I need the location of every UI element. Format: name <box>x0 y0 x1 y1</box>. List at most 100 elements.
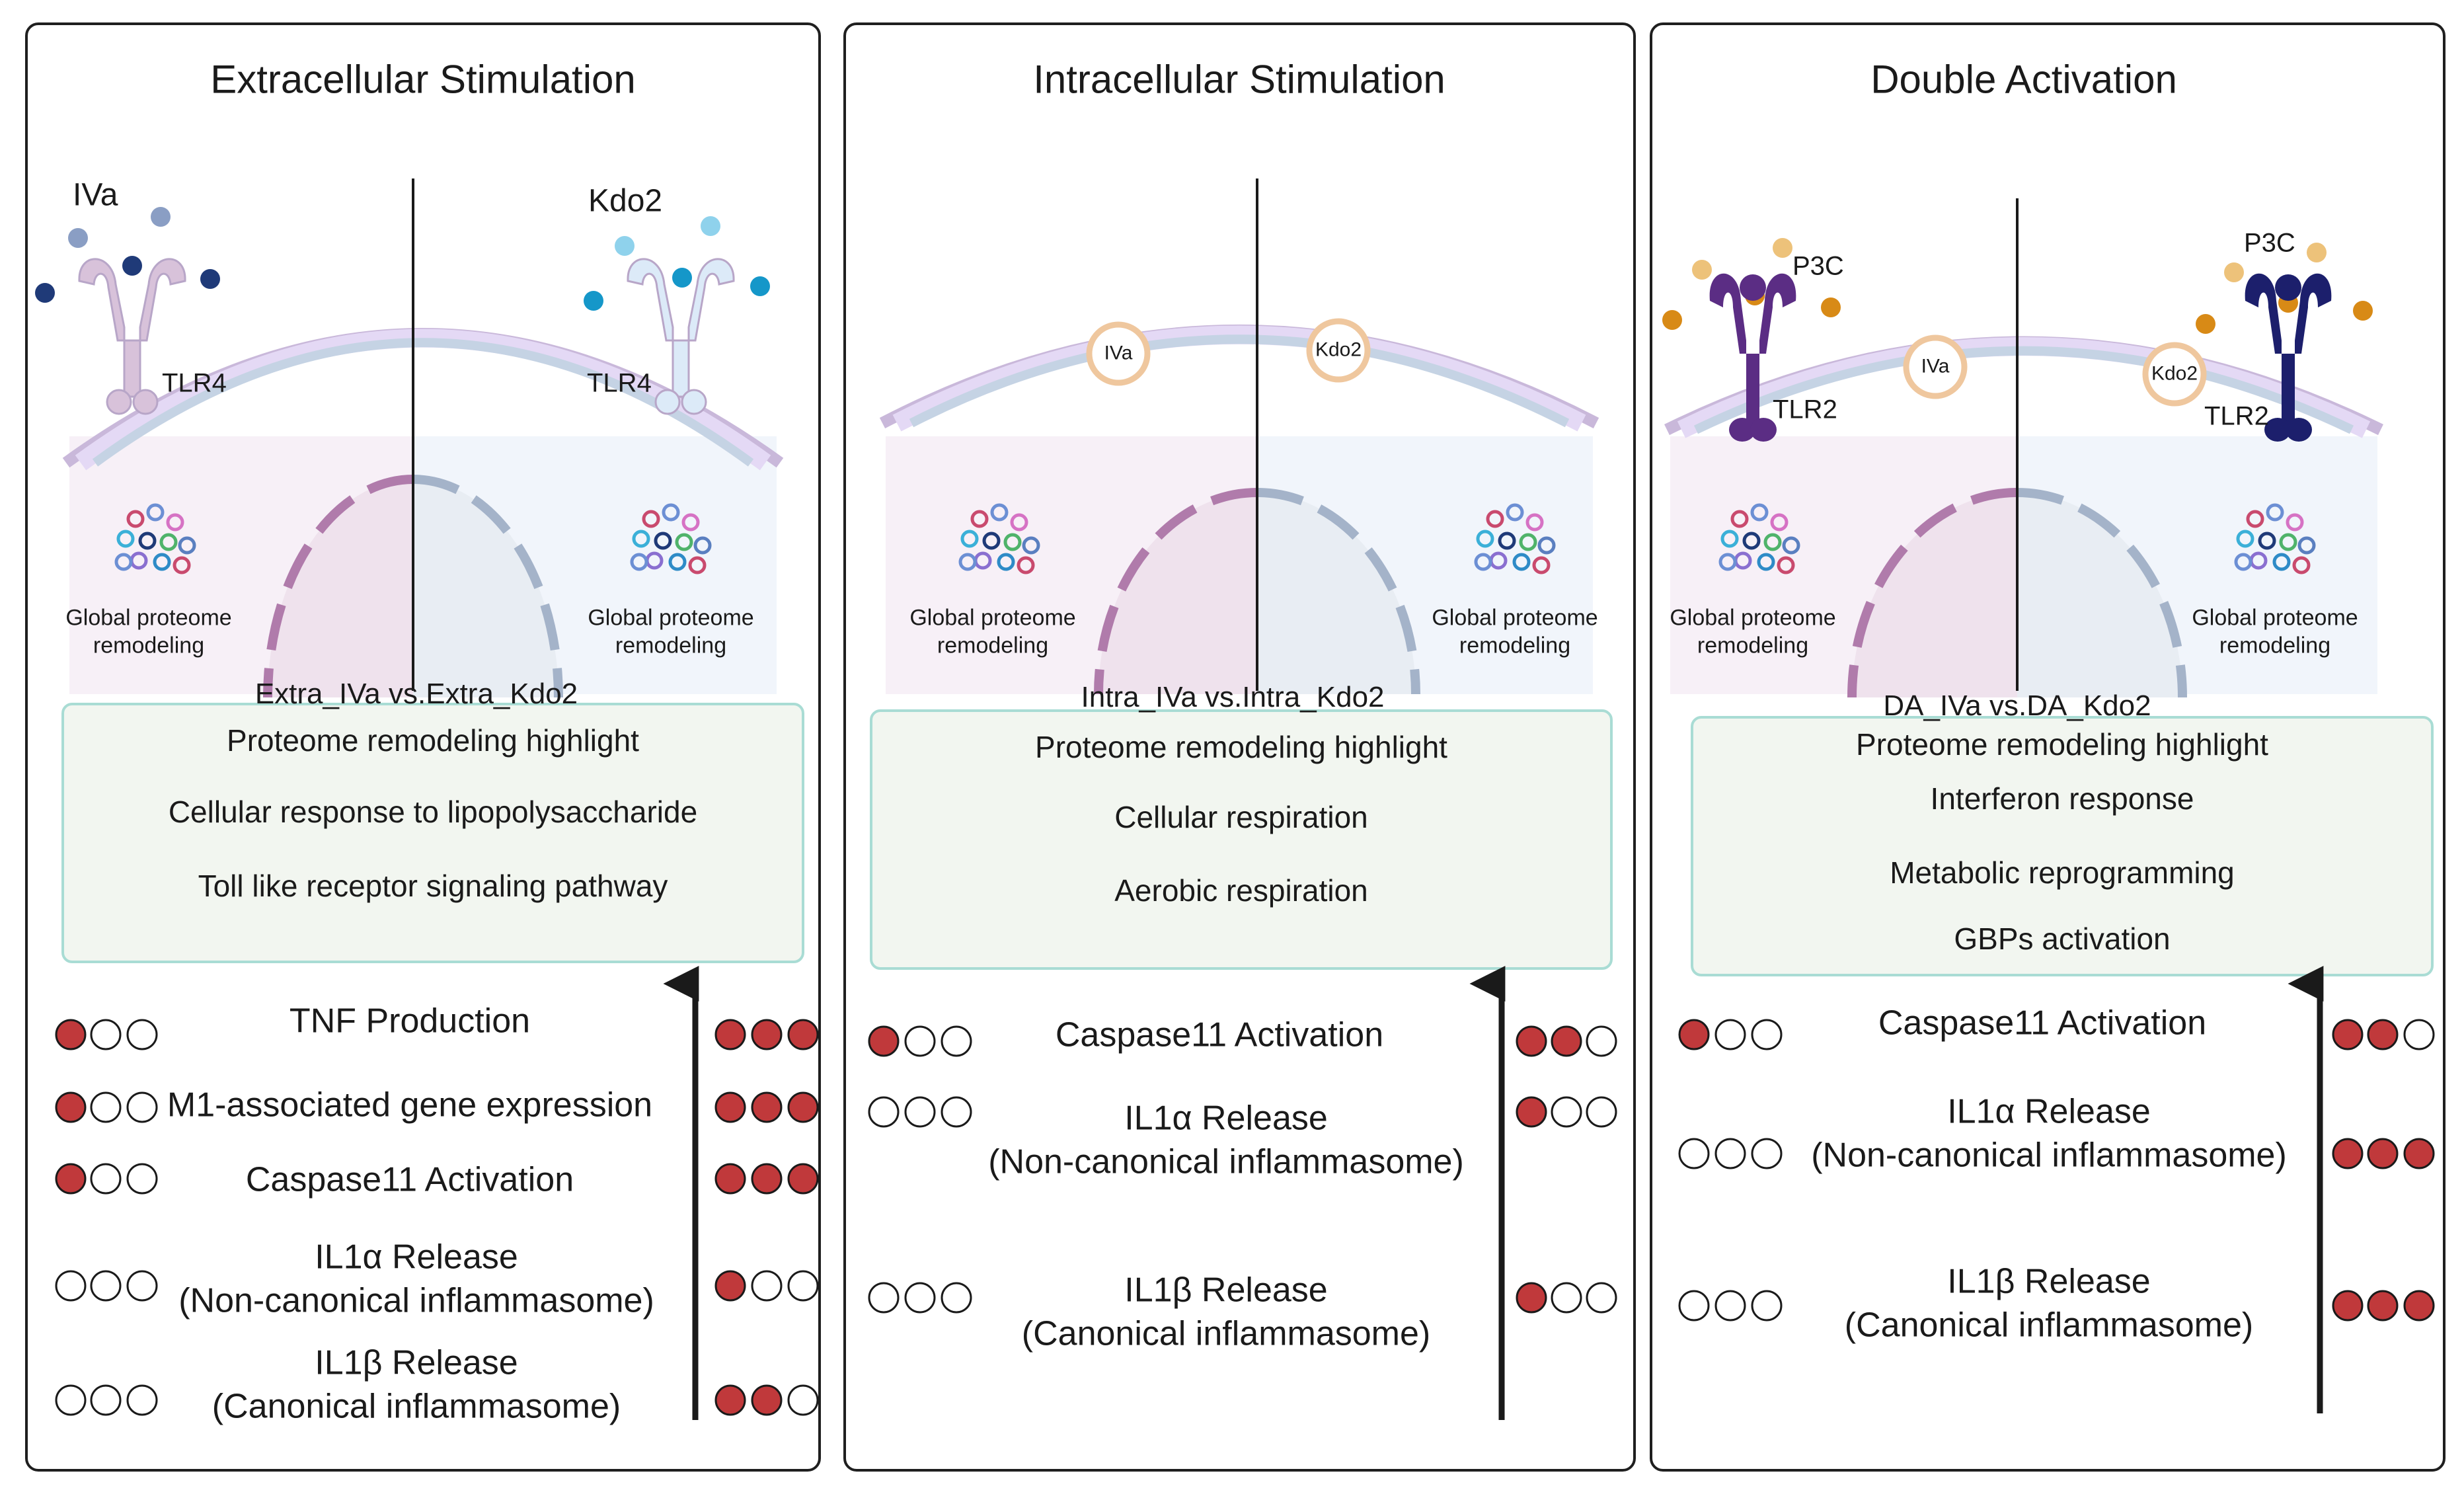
cell-membrane-inner <box>909 335 1570 428</box>
cell-membrane-inner <box>1693 346 2354 434</box>
proteome-blob <box>114 553 133 571</box>
panel-title: Extracellular Stimulation <box>210 57 636 102</box>
proteome-blob <box>1525 513 1544 532</box>
ligand-dot-icon <box>1692 260 1712 280</box>
nuclear-envelope-left <box>1094 488 1258 695</box>
ligand-dot-icon <box>2224 262 2244 282</box>
tlr2-receptor-icon-foot-left <box>2264 418 2291 442</box>
indicator-dot-icon <box>787 1270 819 1302</box>
proteome-blob <box>1512 553 1531 571</box>
indicator-dot-icon <box>714 1270 746 1302</box>
tlr2-receptor-icon-foot-right <box>2286 418 2312 442</box>
indicator-dot-icon <box>751 1384 783 1416</box>
lipid-vesicle-icon <box>2142 342 2207 407</box>
ligand-dot-icon <box>1773 238 1792 258</box>
tlr4-receptor-icon <box>78 258 186 415</box>
cell-membrane-inner <box>92 338 754 467</box>
indicator-dot-icon <box>868 1025 900 1057</box>
indicator-dot-icon <box>55 1163 87 1195</box>
nucleus-left <box>1852 493 2017 697</box>
ligand-label-right: P3C <box>2244 228 2295 258</box>
indicator-dot-icon <box>126 1091 158 1123</box>
indicator-dot-icon <box>751 1091 783 1123</box>
indicator-dot-icon <box>941 1282 972 1314</box>
highlight-title: Proteome remodeling highlight <box>1856 727 2268 762</box>
proteome-blob <box>990 503 1009 522</box>
proteome-blob <box>1532 556 1551 574</box>
indicator-dot-icon <box>1586 1025 1617 1057</box>
proteome-blob <box>1476 530 1494 548</box>
nucleus-right <box>1257 493 1416 694</box>
readout-label: Caspase11 Activation <box>1055 1015 1384 1054</box>
ligand-label-left: P3C <box>1792 251 1844 281</box>
proteome-blob <box>138 532 157 550</box>
proteome-blob <box>1770 513 1789 532</box>
indicator-dot-icon <box>787 1019 819 1050</box>
proteome-label-right-line1: Global proteome <box>2192 605 2358 631</box>
proteome-blob <box>166 513 184 532</box>
ligand-dot-icon <box>750 276 770 296</box>
pathway-item: Cellular respiration <box>1114 799 1368 834</box>
proteome-blob <box>675 533 693 551</box>
indicator-dot-icon <box>714 1091 746 1123</box>
comparison-label: Extra_IVa vs.Extra_Kdo2 <box>254 678 578 711</box>
readout-label-line2: (Non-canonical inflammasome) <box>1811 1136 2287 1175</box>
proteome-label-right-line2: remodeling <box>615 633 727 658</box>
indicator-dot-icon <box>787 1091 819 1123</box>
proteome-blob <box>1537 536 1556 555</box>
proteome-blob <box>1730 510 1749 528</box>
readout-label-line2: (Canonical inflammasome) <box>1021 1314 1431 1353</box>
indicator-dot-icon <box>904 1282 936 1314</box>
indicator-dot-icon <box>1551 1025 1582 1057</box>
comparison-label: DA_IVa vs.DA_Kdo2 <box>1883 690 2151 723</box>
indicator-dot-icon <box>2403 1019 2435 1050</box>
vesicle-label-right: Kdo2 <box>1315 338 1362 361</box>
nucleus-clip <box>1664 697 2384 717</box>
tlr4-receptor-icon-foot-left <box>106 389 132 415</box>
proteome-cluster-icon <box>630 503 712 574</box>
indicator-dot-icon <box>90 1270 122 1302</box>
proteome-blob <box>2297 536 2316 555</box>
readout-label-line1: IL1β Release <box>1124 1271 1328 1310</box>
indicator-dot-icon <box>1678 1290 1710 1322</box>
nuclear-envelope-left <box>263 475 414 698</box>
indicator-dot-icon <box>868 1282 900 1314</box>
ligand-dot-icon <box>672 268 692 288</box>
indicator-dot-icon <box>1551 1282 1582 1314</box>
proteome-blob <box>2279 533 2297 551</box>
comparison-label: Intra_IVa vs.Intra_Kdo2 <box>1081 681 1385 714</box>
indicator-dot-icon <box>1516 1025 1547 1057</box>
receptor-label-right: TLR2 <box>2204 401 2269 431</box>
proteome-label-left-line1: Global proteome <box>909 605 1076 631</box>
indicator-dot-icon <box>126 1163 158 1195</box>
ligand-dot-icon <box>151 207 171 227</box>
proteome-blob <box>632 530 650 548</box>
proteome-cluster-icon <box>114 503 196 574</box>
proteome-blob <box>1757 553 1775 571</box>
ligand-dot-icon <box>122 256 142 276</box>
highlight-box <box>870 709 1613 970</box>
proteome-blob <box>1017 556 1035 574</box>
proteome-blob <box>1750 503 1769 522</box>
tlr2-receptor-icon-foot-right <box>1750 418 1777 442</box>
proteome-blob <box>642 510 660 528</box>
lipid-vesicle-icon <box>1306 318 1371 383</box>
proteome-blob <box>173 556 191 574</box>
ligand-label-right: Kdo2 <box>588 183 663 219</box>
indicator-dot-icon <box>2332 1138 2364 1169</box>
proteome-blob <box>958 553 977 571</box>
nuclear-envelope-left <box>1847 488 2018 698</box>
proteome-blob <box>2292 556 2311 574</box>
indicator-dot-icon <box>90 1091 122 1123</box>
receptor-label-right: TLR4 <box>587 368 652 398</box>
receptor-label-left: TLR2 <box>1773 395 1837 424</box>
indicator-dot-icon <box>90 1163 122 1195</box>
proteome-label-right-line1: Global proteome <box>588 605 754 631</box>
indicator-dot-icon <box>55 1270 87 1302</box>
lipid-vesicle-icon <box>1086 321 1151 386</box>
proteome-blob <box>1003 533 1022 551</box>
indicator-dot-icon <box>90 1384 122 1416</box>
proteome-blob <box>662 503 680 522</box>
indicator-dot-icon <box>941 1025 972 1057</box>
